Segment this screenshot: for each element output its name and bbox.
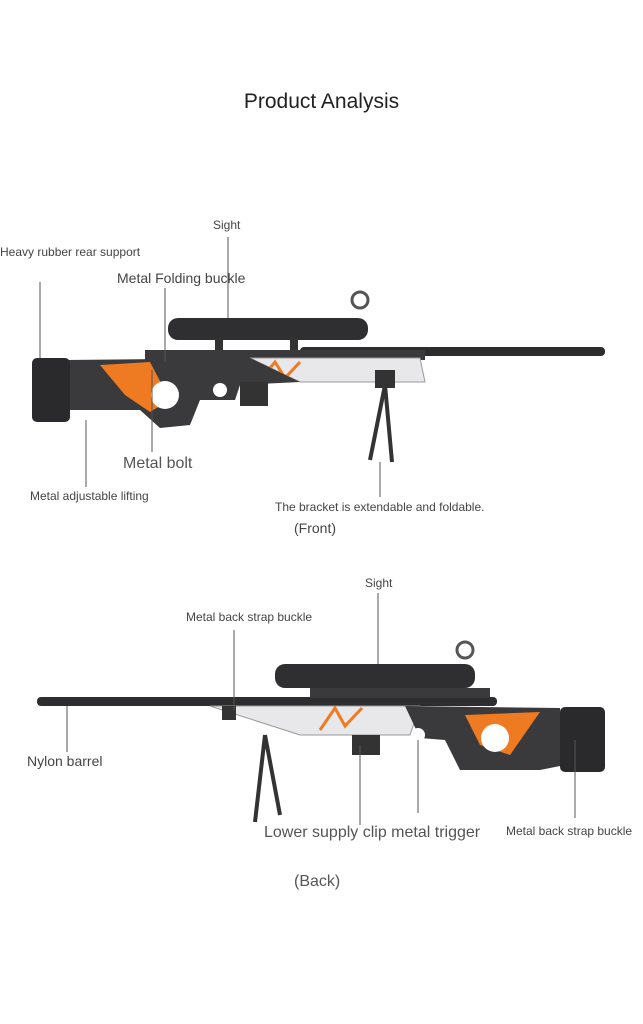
back-label-barrel: Nylon barrel bbox=[27, 753, 103, 769]
front-rifle-image bbox=[32, 237, 605, 497]
front-label-lifting: Metal adjustable lifting bbox=[30, 489, 149, 503]
front-label-sight: Sight bbox=[213, 218, 241, 232]
front-label-rear-support: Heavy rubber rear support bbox=[0, 245, 141, 259]
front-label-bolt: Metal bolt bbox=[123, 455, 193, 472]
back-label-sight: Sight bbox=[365, 576, 393, 590]
back-caption: (Back) bbox=[294, 873, 341, 890]
front-label-bracket: The bracket is extendable and foldable. bbox=[275, 500, 485, 514]
front-caption: (Front) bbox=[294, 520, 336, 536]
back-label-strap-buckle-top: Metal back strap buckle bbox=[186, 610, 313, 624]
back-rifle-image bbox=[37, 593, 605, 825]
back-label-clip-trigger: Lower supply clip metal trigger bbox=[264, 824, 481, 841]
back-label-strap-buckle-right: Metal back strap buckle bbox=[506, 824, 633, 838]
front-label-folding-buckle: Metal Folding buckle bbox=[117, 270, 246, 286]
page-title: Product Analysis bbox=[243, 90, 400, 113]
